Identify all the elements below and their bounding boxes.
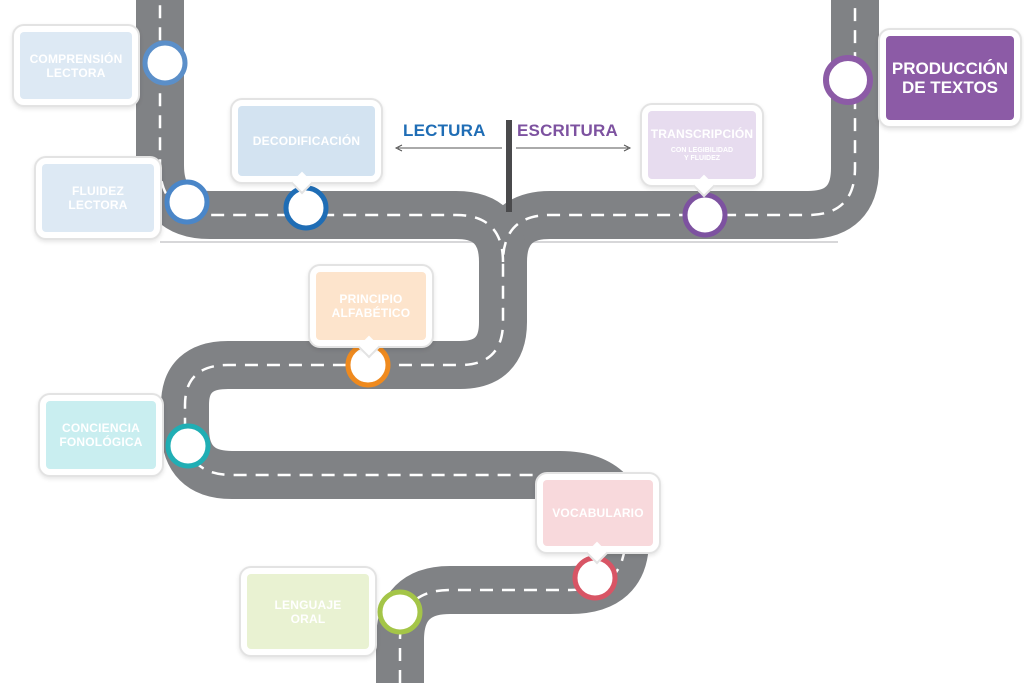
card-vocabulario: VOCABULARIO xyxy=(535,472,661,565)
card-decodificacion: DECODIFICACIÓN xyxy=(230,98,383,195)
ring-decodificacion xyxy=(283,185,329,231)
ring-fonologica xyxy=(165,423,211,469)
card-fluidez-lectora: FLUIDEZ LECTORA xyxy=(34,156,162,240)
comprension-lectora-text: COMPRENSIÓN LECTORA xyxy=(29,51,123,80)
card-conciencia-fonologica: CONCIENCIA FONOLÓGICA xyxy=(38,393,164,477)
signpost-pole xyxy=(506,120,512,212)
ring-fluidez xyxy=(164,179,210,225)
arrow-right-head xyxy=(623,144,632,152)
transcripcion-text: TRANSCRIPCIÓN xyxy=(650,127,754,141)
lectura-label: LECTURA xyxy=(403,121,486,140)
produccion-textos-text: PRODUCCIÓN DE TEXTOS xyxy=(891,59,1009,97)
escritura-label: ESCRITURA xyxy=(517,121,618,140)
card-comprension-lectora: COMPRENSIÓN LECTORA xyxy=(12,24,140,107)
card-principio-alfabetico: PRINCIPIO ALFABÉTICO xyxy=(308,264,434,359)
transcripcion-subtext: CON LEGIBILIDAD Y FLUIDEZ xyxy=(670,147,734,162)
fluidez-lectora-text: FLUIDEZ LECTORA xyxy=(68,184,128,212)
ring-comprension xyxy=(142,40,188,86)
arrow-left-head xyxy=(394,144,403,152)
decodificacion-text: DECODIFICACIÓN xyxy=(252,134,361,148)
ring-oral xyxy=(377,589,423,635)
ring-produccion xyxy=(823,55,873,105)
ring-transcripcion xyxy=(682,192,728,238)
card-transcripcion: TRANSCRIPCIÓN CON LEGIBILIDAD Y FLUIDEZ xyxy=(640,103,764,198)
road-left-center-line xyxy=(158,0,505,263)
lenguaje-oral-text: LENGUAJE ORAL xyxy=(274,597,342,626)
principio-alfabetico-text: PRINCIPIO ALFABÉTICO xyxy=(331,292,411,320)
ring-vocabulario xyxy=(572,555,618,601)
card-lenguaje-oral: LENGUAJE ORAL xyxy=(239,566,377,657)
conciencia-fonologica-text: CONCIENCIA FONOLÓGICA xyxy=(59,421,143,449)
card-produccion-textos: PRODUCCIÓN DE TEXTOS xyxy=(878,28,1022,128)
vocabulario-text: VOCABULARIO xyxy=(552,506,644,520)
